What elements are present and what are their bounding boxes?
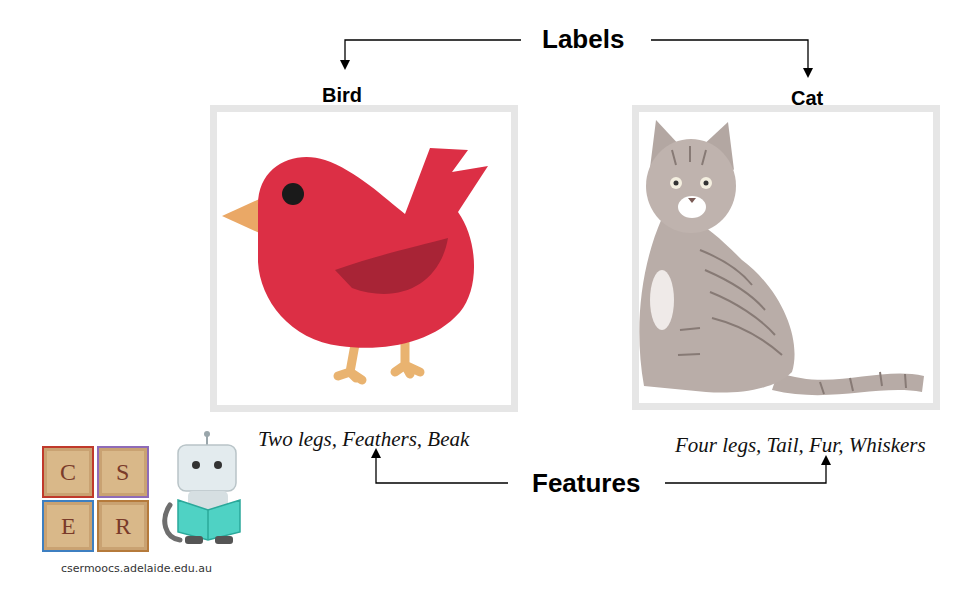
picture-frame: CatFour legs, Tail, Fur, Whiskers	[632, 105, 940, 410]
bird-illustration	[222, 148, 488, 380]
robot-mascot	[165, 431, 240, 544]
class-label: Cat	[791, 87, 823, 110]
letter-block: R	[97, 500, 149, 552]
labels-heading: Labels	[542, 24, 624, 55]
cat-illustration	[639, 120, 924, 395]
features-heading: Features	[532, 468, 640, 499]
letter-block: C	[42, 446, 94, 498]
block-letter: C	[60, 459, 76, 486]
block-letter: R	[115, 513, 131, 540]
letter-block: S	[97, 446, 149, 498]
letter-block: E	[42, 500, 94, 552]
picture-frame: BirdTwo legs, Feathers, Beak	[210, 105, 518, 412]
feature-list: Two legs, Feathers, Beak	[258, 427, 469, 452]
block-letter: E	[61, 513, 76, 540]
feature-list: Four legs, Tail, Fur, Whiskers	[675, 433, 926, 458]
block-letter: S	[116, 459, 129, 486]
website-url: csermoocs.adelaide.edu.au	[61, 562, 212, 575]
class-label: Bird	[322, 84, 362, 107]
